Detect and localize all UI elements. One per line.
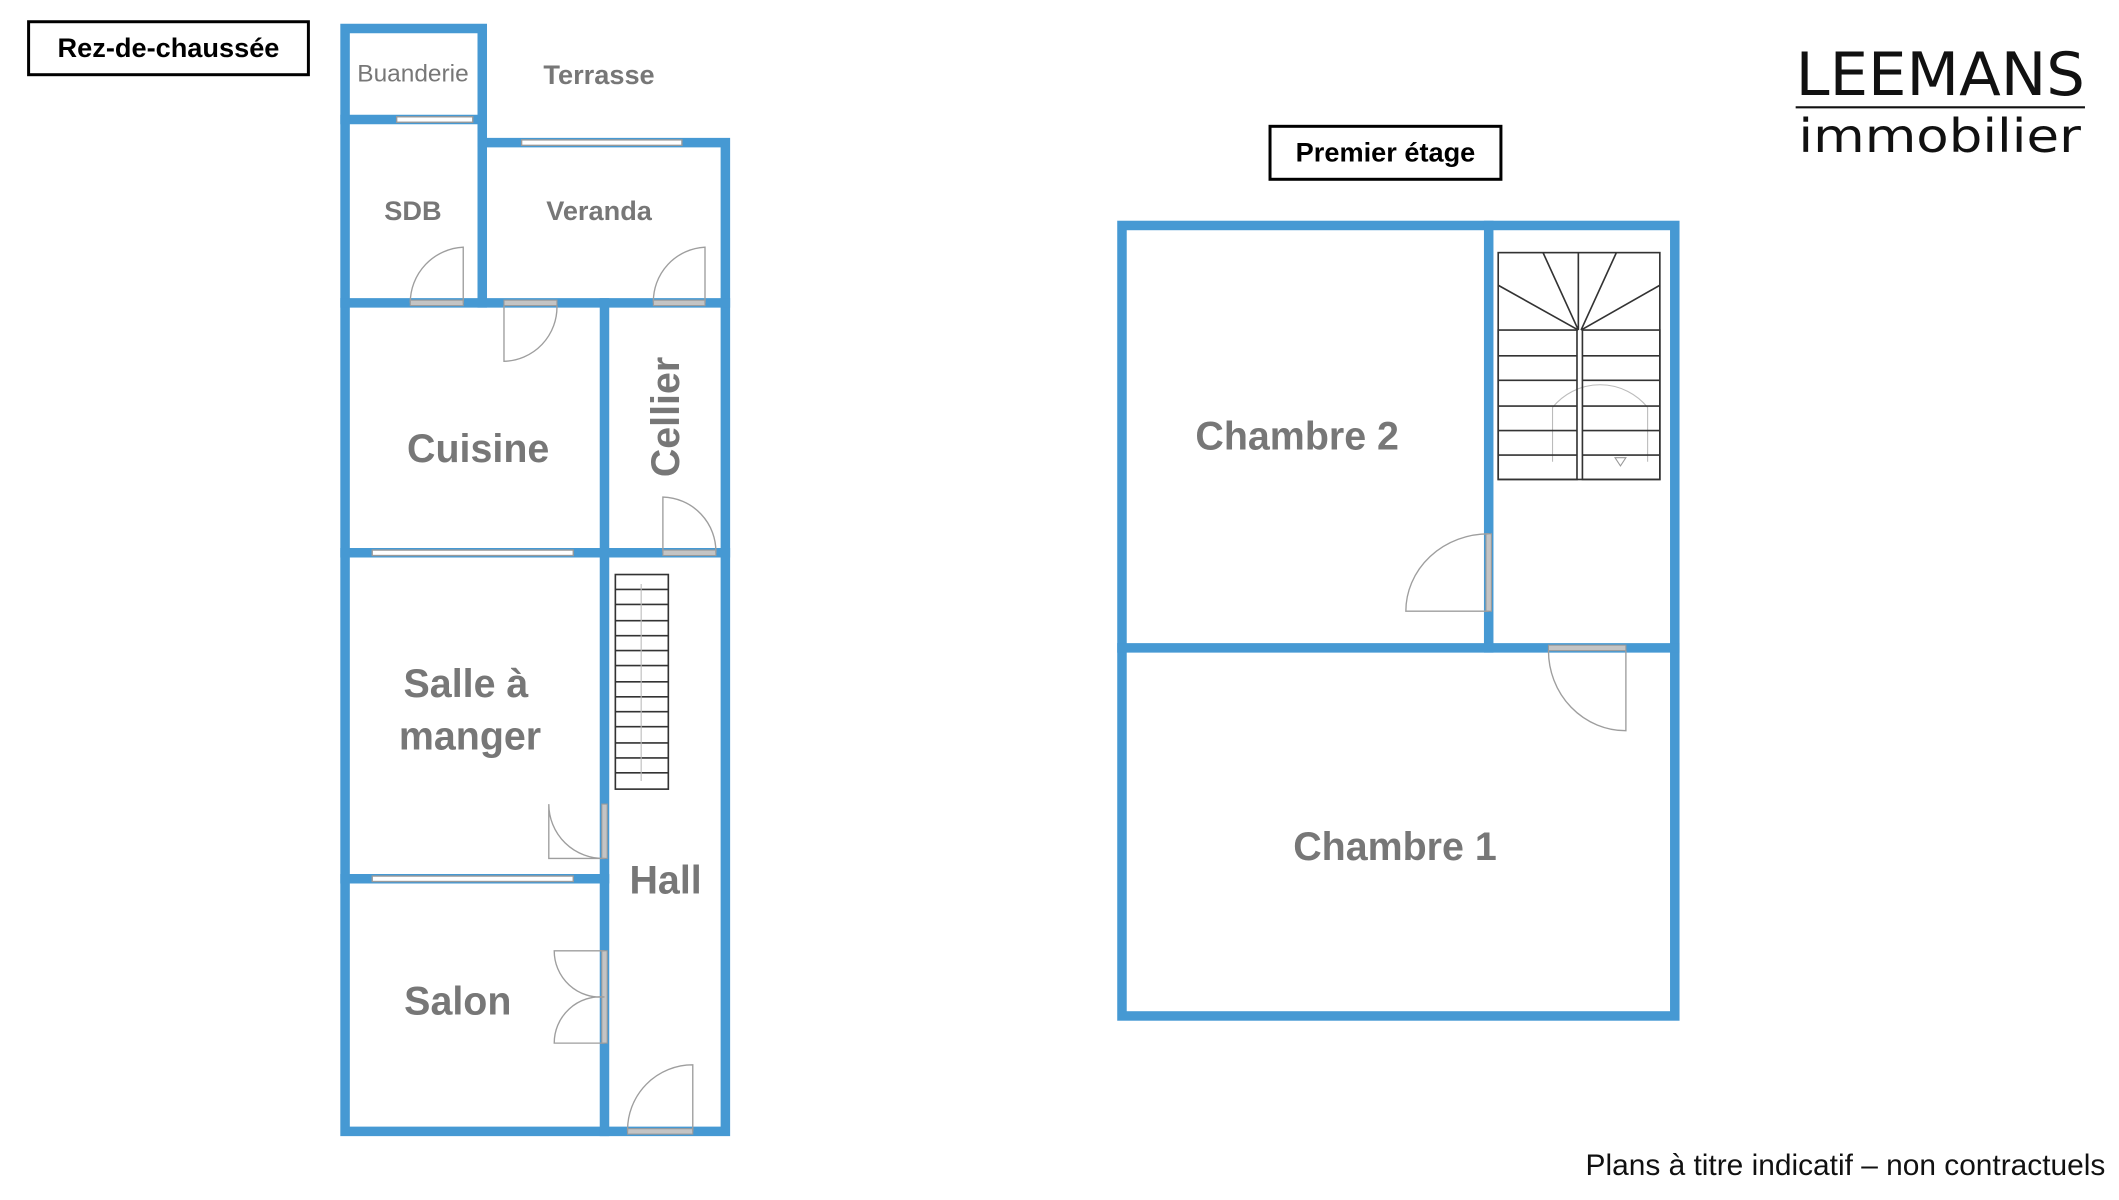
- room-chambre-2: Chambre 2: [1195, 415, 1399, 459]
- room-buanderie: Buanderie: [357, 60, 468, 87]
- room-sdb: SDB: [384, 195, 441, 226]
- room-salle-a-manger-line1: Salle à: [404, 662, 529, 706]
- doors: [409, 246, 717, 1135]
- room-chambre-1: Chambre 1: [1293, 825, 1497, 869]
- room-veranda: Veranda: [546, 195, 653, 226]
- room-salon: Salon: [404, 980, 511, 1024]
- ground-floor-title: Rez-de-chaussée: [27, 20, 310, 77]
- room-hall: Hall: [630, 859, 702, 903]
- room-cellier: Cellier: [644, 357, 688, 477]
- ground-floor-labels: Buanderie Terrasse SDB Veranda Cuisine C…: [357, 59, 701, 1023]
- first-floor-title: Premier étage: [1268, 124, 1503, 181]
- ground-floor-title-text: Rez-de-chaussée: [58, 32, 280, 63]
- logo-sub: immobilier: [1798, 109, 2081, 163]
- disclaimer: Plans à titre indicatif – non contractue…: [1586, 1149, 2106, 1182]
- leemans-logo: LEEMANS immobilier: [1796, 41, 2085, 163]
- logo-brand: LEEMANS: [1796, 41, 2085, 110]
- room-cuisine: Cuisine: [407, 427, 549, 471]
- first-floor-title-text: Premier étage: [1296, 137, 1476, 168]
- first-floor-walls: [1117, 220, 1680, 1021]
- ground-floor-stairs: [614, 573, 670, 790]
- room-terrasse: Terrasse: [543, 59, 654, 90]
- first-floor-stairs: [1497, 251, 1661, 481]
- windows: [371, 116, 683, 883]
- room-salle-a-manger-line2: manger: [399, 715, 541, 759]
